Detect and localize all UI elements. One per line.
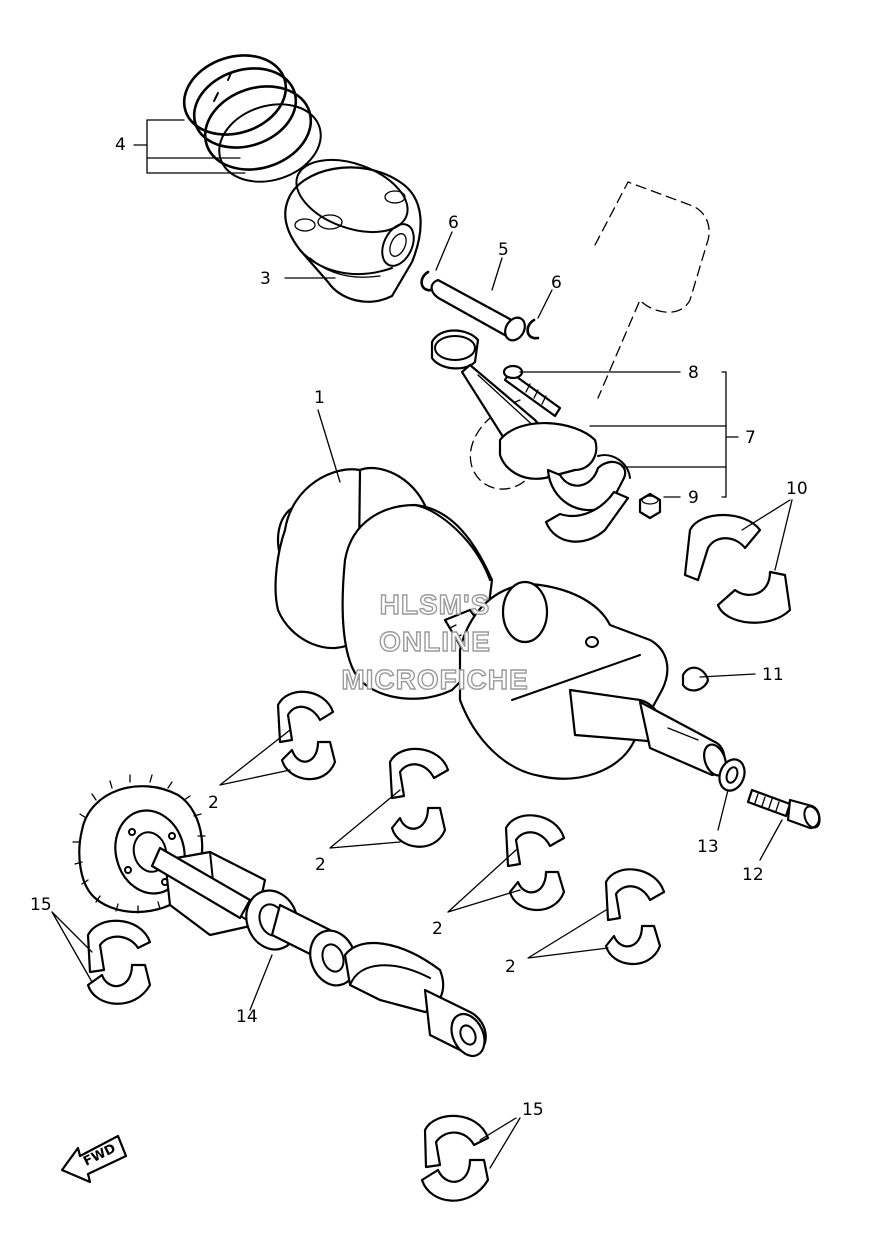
callout-4: 4 xyxy=(115,135,126,155)
crankshaft xyxy=(274,466,727,780)
callout-12: 12 xyxy=(742,865,764,885)
callout-2b: 2 xyxy=(315,855,326,875)
callout-10: 10 xyxy=(786,479,808,499)
callout-9: 9 xyxy=(688,488,699,508)
watermark-line1: HLSM'S xyxy=(380,589,491,620)
callout-7: 7 xyxy=(745,428,756,448)
flange-bolt xyxy=(746,788,821,830)
bearing-set-2d xyxy=(604,868,666,966)
bearing-set-2a xyxy=(276,690,337,781)
callout-3: 3 xyxy=(260,269,271,289)
woodruff-key xyxy=(681,666,710,692)
leader-lines xyxy=(51,119,793,1169)
watermark-line2: ONLINE xyxy=(379,626,491,657)
watermark: HLSM'S ONLINE MICROFICHE xyxy=(341,588,529,695)
piston-rings xyxy=(182,54,322,183)
bearing-set-15a xyxy=(86,919,152,1005)
balancer-shaft xyxy=(72,774,487,1058)
callout-11: 11 xyxy=(762,665,784,685)
watermark-line3: MICROFICHE xyxy=(341,664,528,695)
bearing-set-2c xyxy=(504,814,566,912)
callout-15a: 15 xyxy=(30,895,52,915)
washer xyxy=(718,758,746,792)
callout-1: 1 xyxy=(314,388,325,408)
bearing-set-2b xyxy=(388,747,450,848)
callout-2d: 2 xyxy=(505,957,516,977)
piston-pin-circlips xyxy=(420,270,540,342)
callout-6b: 6 xyxy=(551,273,562,293)
bearing-set-15b xyxy=(420,1114,490,1202)
fwd-arrow-icon: FWD xyxy=(60,1134,128,1184)
piston xyxy=(284,158,422,303)
connecting-rod xyxy=(430,181,710,543)
callout-labels: 1 2 2 2 2 3 4 5 6 6 7 8 9 10 11 12 13 14… xyxy=(30,135,808,1120)
callout-14: 14 xyxy=(236,1007,258,1027)
callout-6a: 6 xyxy=(448,213,459,233)
callout-5: 5 xyxy=(498,240,509,260)
callout-2c: 2 xyxy=(432,919,443,939)
callout-13: 13 xyxy=(697,837,719,857)
bearing-set-10 xyxy=(683,513,792,624)
callout-2a: 2 xyxy=(208,793,219,813)
callout-8: 8 xyxy=(688,363,699,383)
callout-15b: 15 xyxy=(522,1100,544,1120)
